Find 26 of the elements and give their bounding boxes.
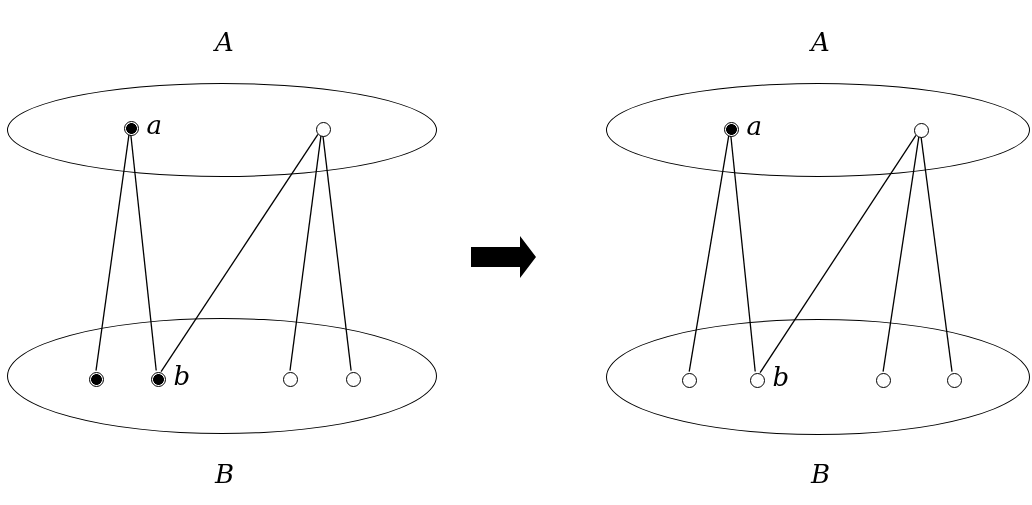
vertex	[875, 372, 891, 388]
vertex	[913, 122, 929, 138]
vertex	[315, 121, 331, 137]
edge-line	[160, 133, 319, 373]
set-label: A	[215, 29, 234, 55]
edge-line	[322, 134, 352, 372]
set-label: A	[811, 29, 830, 55]
edge-line	[882, 135, 920, 373]
edge-line	[688, 134, 730, 373]
edge-line	[130, 133, 157, 372]
vertex	[282, 371, 298, 387]
edge-line	[730, 134, 756, 373]
edge-line	[920, 135, 953, 373]
vertex	[946, 372, 962, 388]
filled-vertex	[88, 371, 104, 387]
set-label: B	[215, 461, 235, 487]
vertex	[681, 372, 697, 388]
set-label: B	[811, 461, 831, 487]
vertex-label: b	[772, 363, 790, 390]
edge-line	[759, 134, 917, 374]
vertex-label: b	[173, 362, 191, 389]
vertex-label: a	[146, 111, 162, 138]
vertex	[345, 371, 361, 387]
edge-line	[95, 133, 130, 372]
vertex-label: a	[746, 112, 762, 139]
edge-line	[289, 134, 322, 372]
